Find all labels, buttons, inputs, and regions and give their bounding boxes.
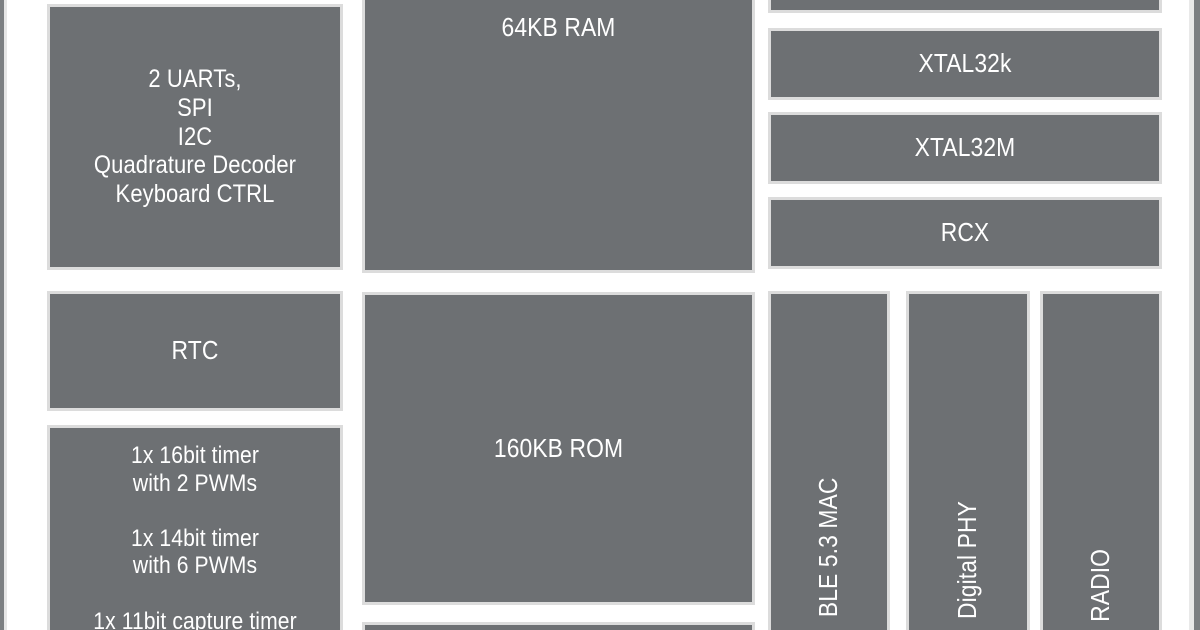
block-serial-peripherals[interactable]: 2 UARTs, SPI I2C Quadrature Decoder Keyb… bbox=[47, 4, 343, 270]
block-rtc-label: RTC bbox=[171, 335, 219, 366]
block-ram-label: 64KB RAM bbox=[501, 12, 616, 42]
chip-frame-left-inner bbox=[4, 0, 7, 630]
block-xtal32m[interactable]: XTAL32M bbox=[768, 112, 1162, 184]
block-xtal32k[interactable]: XTAL32k bbox=[768, 28, 1162, 100]
block-ram[interactable]: 64KB RAM bbox=[362, 0, 755, 273]
block-rom-label: 160KB ROM bbox=[493, 432, 624, 463]
block-rom[interactable]: 160KB ROM bbox=[362, 292, 755, 605]
block-rcx[interactable]: RCX bbox=[768, 197, 1162, 269]
block-rcx-label: RCX bbox=[940, 217, 990, 248]
block-timers[interactable]: 1x 16bit timer with 2 PWMs 1x 14bit time… bbox=[47, 425, 343, 630]
block-rtc[interactable]: RTC bbox=[47, 291, 343, 411]
block-xtal32k-label: XTAL32k bbox=[918, 48, 1012, 79]
block-ble-mac[interactable]: BLE 5.3 MAC bbox=[768, 291, 890, 630]
chip-frame-right-inner bbox=[1189, 0, 1194, 630]
block-bottom-partial[interactable] bbox=[362, 622, 755, 630]
block-xtal32m-label: XTAL32M bbox=[914, 132, 1016, 163]
chip-frame-right-edge bbox=[1194, 0, 1200, 630]
block-digital-phy[interactable]: Digital PHY bbox=[906, 291, 1030, 630]
block-digital-phy-label: Digital PHY bbox=[952, 500, 983, 619]
block-radio-label: RADIO bbox=[1085, 549, 1116, 623]
block-ble-mac-label: BLE 5.3 MAC bbox=[813, 477, 844, 618]
block-clock-top-partial[interactable] bbox=[768, 0, 1162, 13]
block-serial-peripherals-label: 2 UARTs, SPI I2C Quadrature Decoder Keyb… bbox=[93, 65, 297, 209]
block-timers-label: 1x 16bit timer with 2 PWMs 1x 14bit time… bbox=[93, 442, 297, 630]
chip-frame-left-edge bbox=[0, 0, 4, 630]
block-radio[interactable]: RADIO bbox=[1040, 291, 1162, 630]
